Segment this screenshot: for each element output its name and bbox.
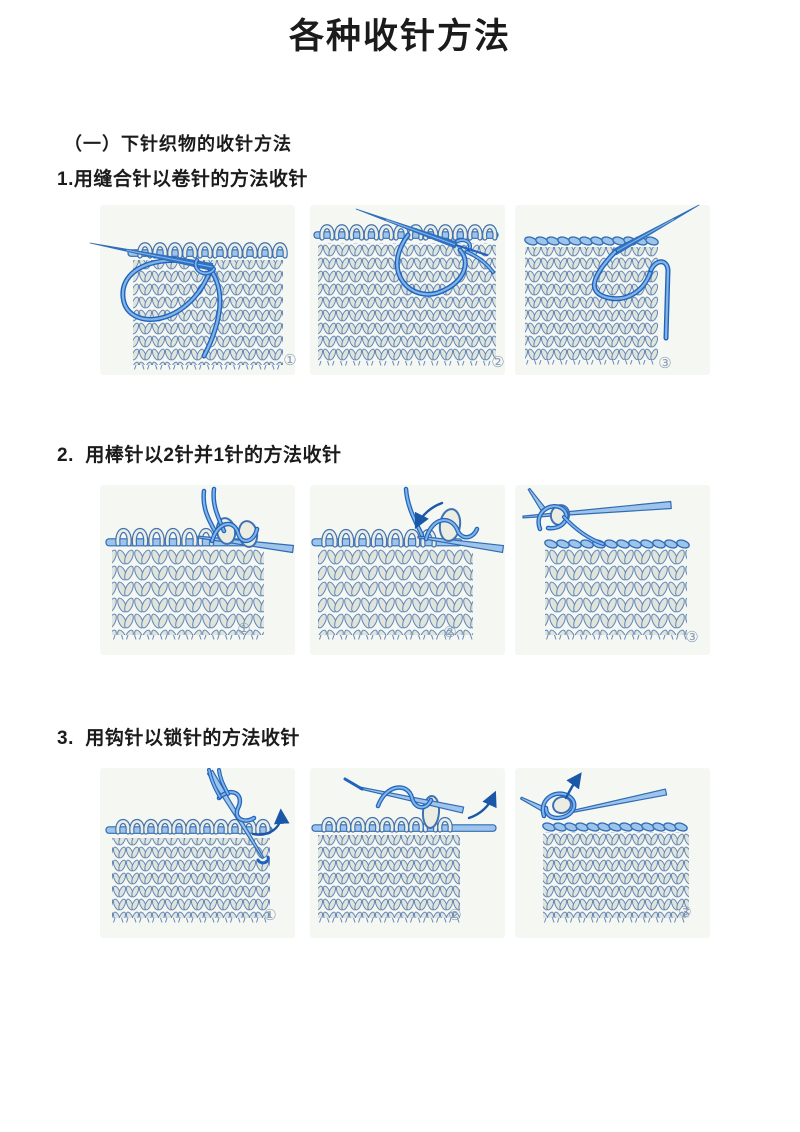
panel-number-badge: ① [237,621,250,638]
panel-number-badge: ② [443,624,456,641]
figure-method3-step3: ③ [515,768,710,938]
knitting-step-illustration: ② [311,777,497,924]
figure-method1-step1: ① [89,205,297,375]
panel-number-badge: ② [448,907,461,924]
panel-number-badge: ① [283,352,296,369]
knitting-step-illustration: ③ [524,204,700,372]
method-3-label: 3. 用钩针以锁针的方法收针 [57,728,300,749]
knitting-step-illustration: ① [89,242,297,370]
figure-method3-step1: ① [100,768,295,938]
section-1-heading: （一）下针织物的收针方法 [64,134,292,154]
figure-method1-step3: ③ [515,204,710,375]
knitting-step-illustration: ② [311,486,505,641]
figure-method2-step2: ② [310,485,505,655]
figure-method1-step2: ② [310,205,505,375]
panel-number-badge: ③ [658,355,671,372]
panel-number-badge: ① [263,907,276,924]
knitting-step-illustration: ① [105,768,290,924]
knitting-step-illustration: ① [105,486,295,640]
method-2-label: 2. 用棒针以2针并1针的方法收针 [57,445,342,466]
knitting-step-illustration: ② [313,208,505,371]
figure-method3-step2: ② [310,768,505,938]
panel-number-badge: ② [491,354,504,371]
panel-number-badge: ③ [685,629,698,646]
figure-method2-step3: ③ [515,485,710,655]
knitting-step-illustration: ③ [519,772,692,923]
panel-number-badge: ③ [678,904,691,921]
knitting-step-illustration: ③ [522,487,699,646]
method-1-label: 1.用缝合针以卷针的方法收针 [57,169,308,190]
figure-method2-step1: ① [100,485,295,655]
page-title: 各种收针方法 [288,17,511,56]
